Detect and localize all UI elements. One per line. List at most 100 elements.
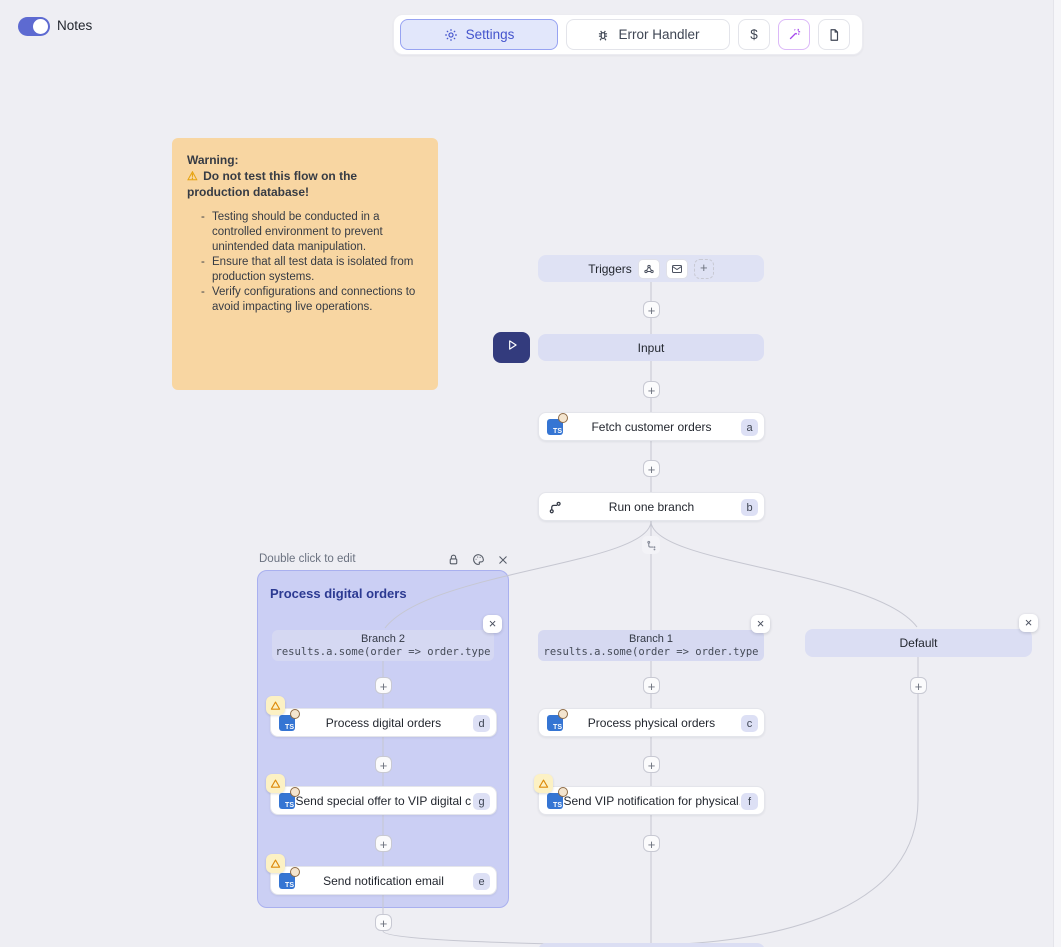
ts-label: TS: [553, 428, 562, 435]
input-node-label: Input: [637, 340, 665, 355]
default-branch-header[interactable]: Default: [805, 629, 1032, 657]
branch2-header[interactable]: Branch 2 results.a.some(order => order.t…: [272, 630, 494, 661]
branch2-label: Branch 2: [360, 632, 406, 645]
runtime-badge-icon: [558, 413, 568, 423]
dollar-icon: $: [750, 27, 758, 42]
runtime-badge-icon: [290, 787, 300, 797]
error-handler-button[interactable]: Error Handler: [566, 19, 730, 50]
typescript-icon: TS: [547, 787, 568, 809]
step-label: Fetch customer orders: [591, 419, 712, 434]
step-id-badge: d: [473, 715, 490, 732]
typescript-icon: TS: [547, 709, 568, 731]
typescript-icon: TS: [279, 787, 300, 809]
bullet-dash: [201, 255, 212, 285]
note-warning-line: ⚠ Do not test this flow on the productio…: [187, 168, 423, 200]
step-node-fetch-customer-orders[interactable]: TS Fetch customer orders a: [538, 412, 765, 441]
branch-merge-node[interactable]: [538, 943, 765, 947]
insert-step-button[interactable]: [375, 835, 392, 852]
group-edit-hint: Double click to edit: [259, 553, 356, 565]
step-label: Process physical orders: [587, 715, 716, 730]
insert-step-button[interactable]: [643, 756, 660, 773]
bullet-dash: [201, 285, 212, 315]
note-warning-text: Do not test this flow on the production …: [187, 169, 358, 199]
step-node-send-special-offer[interactable]: TS Send special offer to VIP digital c..…: [270, 786, 497, 815]
sticky-note-warning[interactable]: Warning: ⚠ Do not test this flow on the …: [172, 138, 438, 390]
step-id-badge: f: [741, 793, 758, 810]
close-icon[interactable]: [497, 553, 509, 571]
magic-wand-icon: [787, 27, 802, 42]
export-doc-button[interactable]: [818, 19, 850, 50]
input-node[interactable]: Input: [538, 334, 764, 361]
warning-emoji-icon: ⚠: [187, 169, 198, 183]
branch1-header[interactable]: Branch 1 results.a.some(order => order.t…: [538, 630, 764, 661]
insert-step-button[interactable]: [910, 677, 927, 694]
insert-step-button[interactable]: [375, 914, 392, 931]
bug-icon: [596, 28, 610, 42]
note-bullet-text: Testing should be conducted in a control…: [212, 211, 383, 253]
step-id-badge: b: [741, 499, 758, 516]
settings-label: Settings: [465, 27, 515, 42]
ts-label: TS: [285, 802, 294, 809]
branch2-condition-code: results.a.some(order => order.type: [275, 645, 491, 658]
note-bullet-text: Ensure that all test data is isolated fr…: [212, 256, 414, 283]
step-label: Send special offer to VIP digital c...: [295, 793, 472, 808]
insert-step-button[interactable]: [643, 677, 660, 694]
insert-step-button[interactable]: [643, 301, 660, 318]
billing-button[interactable]: $: [738, 19, 770, 50]
step-node-process-digital-orders[interactable]: TS Process digital orders d: [270, 708, 497, 737]
warning-badge: [266, 696, 285, 715]
insert-step-button[interactable]: [643, 460, 660, 477]
remove-default-branch-button[interactable]: [1019, 614, 1038, 632]
triggers-label: Triggers: [588, 261, 632, 276]
default-branch-label: Default: [899, 636, 938, 650]
insert-step-button[interactable]: [375, 756, 392, 773]
step-id-badge: e: [473, 873, 490, 890]
note-bullet: Testing should be conducted in a control…: [187, 210, 423, 255]
notes-label: Notes: [57, 18, 93, 33]
bullet-dash: [201, 210, 212, 255]
top-toolbar: Settings Error Handler $: [393, 14, 863, 55]
email-trigger-button[interactable]: [665, 258, 688, 279]
add-trigger-button[interactable]: [693, 258, 714, 279]
remove-branch2-button[interactable]: [483, 615, 502, 633]
step-label: Send VIP notification for physical...: [563, 793, 740, 808]
step-node-send-notification-email[interactable]: TS Send notification email e: [270, 866, 497, 895]
warning-badge: [266, 774, 285, 793]
runtime-badge-icon: [290, 867, 300, 877]
webhook-trigger-button[interactable]: [637, 258, 660, 279]
warning-badge: [266, 854, 285, 873]
insert-step-button[interactable]: [643, 835, 660, 852]
step-id-badge: c: [741, 715, 758, 732]
insert-step-button[interactable]: [643, 381, 660, 398]
step-node-send-vip-notification[interactable]: TS Send VIP notification for physical...…: [538, 786, 765, 815]
warning-badge: [534, 774, 553, 793]
notes-toggle[interactable]: [18, 17, 50, 36]
step-label: Process digital orders: [325, 715, 442, 730]
ai-wand-button[interactable]: [778, 19, 810, 50]
group-box-process-digital-orders[interactable]: [257, 570, 509, 908]
ts-label: TS: [553, 802, 562, 809]
note-bullet: Ensure that all test data is isolated fr…: [187, 255, 423, 285]
note-bullet: Verify configurations and connections to…: [187, 285, 423, 315]
settings-button[interactable]: Settings: [400, 19, 558, 50]
runtime-badge-icon: [558, 787, 568, 797]
step-node-run-one-branch[interactable]: Run one branch b: [538, 492, 765, 521]
remove-branch1-button[interactable]: [751, 615, 770, 633]
typescript-icon: TS: [547, 413, 568, 435]
group-title: Process digital orders: [270, 586, 407, 601]
palette-icon[interactable]: [472, 553, 485, 571]
triggers-bar[interactable]: Triggers: [538, 255, 764, 282]
runtime-badge-icon: [558, 709, 568, 719]
branch1-label: Branch 1: [628, 632, 674, 645]
document-icon: [827, 28, 841, 42]
step-node-process-physical-orders[interactable]: TS Process physical orders c: [538, 708, 765, 737]
step-label: Run one branch: [608, 499, 695, 514]
branch-split-icon: [642, 536, 660, 554]
lock-icon[interactable]: [447, 553, 460, 571]
run-flow-button[interactable]: [493, 332, 530, 363]
branch-icon: [548, 500, 563, 520]
runtime-badge-icon: [290, 709, 300, 719]
insert-step-button[interactable]: [375, 677, 392, 694]
